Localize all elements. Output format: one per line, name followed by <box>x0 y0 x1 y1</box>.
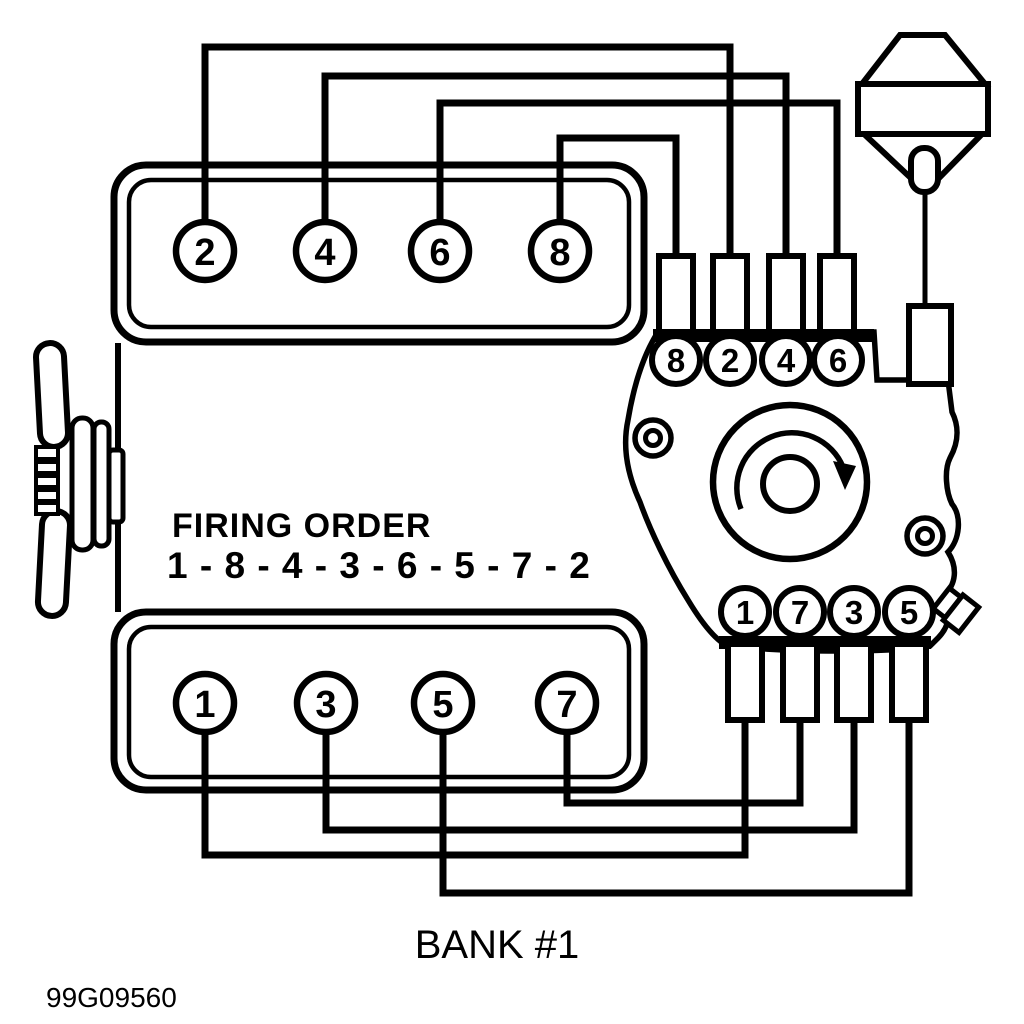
plug-wire-cyl6 <box>436 99 841 262</box>
firing-order-title: FIRING ORDER <box>172 507 431 545</box>
plug-wire-cyl3 <box>322 714 858 834</box>
cap-bottom-bar <box>719 636 931 649</box>
cylinders-top-bank: 2 4 6 8 <box>172 218 593 284</box>
bank-label: BANK #1 <box>415 923 580 967</box>
cylinder-6-label: 6 <box>429 232 450 274</box>
terminal-7-label: 7 <box>791 594 809 631</box>
cylinders-bottom-bank: 1 3 5 7 <box>172 670 600 736</box>
distributor-towers-bottom <box>725 641 929 723</box>
plug-wire-cyl2 <box>201 43 734 262</box>
plug-wire-cyl7 <box>563 714 804 807</box>
distributor-connector <box>929 584 983 636</box>
firing-order-sequence: 1 - 8 - 4 - 3 - 6 - 5 - 7 - 2 <box>167 545 591 586</box>
plug-wire-cyl4 <box>321 72 790 262</box>
terminal-1-label: 1 <box>736 594 754 631</box>
spark-plug-wires-bottom <box>201 714 913 897</box>
distributor-terminals-bottom: 1 7 3 5 <box>718 585 936 639</box>
cylinder-3-label: 3 <box>315 684 336 726</box>
rotation-arrow <box>734 430 846 511</box>
rotation-arrowhead <box>833 461 856 490</box>
distributor-cap-center <box>709 401 871 563</box>
terminal-4-label: 4 <box>777 342 796 379</box>
cylinder-7-label: 7 <box>556 684 577 726</box>
cylinder-2-label: 2 <box>194 232 215 274</box>
distributor-towers-top <box>656 253 857 335</box>
terminal-6-label: 6 <box>829 342 847 379</box>
coil-wire-tower <box>906 303 954 387</box>
coil-tower-nipple <box>908 145 941 195</box>
crank-pulley <box>69 415 126 553</box>
cooling-fan <box>33 340 73 619</box>
bottom-valve-cover <box>110 608 648 794</box>
cap-screw-right <box>904 515 946 557</box>
terminal-3-label: 3 <box>845 594 863 631</box>
cylinder-4-label: 4 <box>314 232 335 274</box>
cylinder-1-label: 1 <box>194 684 215 726</box>
figure-number: 99G09560 <box>46 982 177 1013</box>
cylinder-5-label: 5 <box>432 684 453 726</box>
plug-wire-cyl8 <box>556 134 680 262</box>
plug-wire-cyl5 <box>439 714 913 897</box>
ignition-coil <box>855 32 992 387</box>
plug-wire-cyl1 <box>201 714 749 859</box>
terminal-2-label: 2 <box>721 342 739 379</box>
terminal-8-label: 8 <box>667 342 685 379</box>
distributor-terminals-top: 8 2 4 6 <box>649 333 865 387</box>
cylinder-8-label: 8 <box>549 232 570 274</box>
spark-plug-wires-top <box>201 43 841 262</box>
top-valve-cover <box>110 161 648 346</box>
fan-hub <box>34 445 60 516</box>
cap-screw-left <box>632 417 674 459</box>
terminal-5-label: 5 <box>900 594 918 631</box>
